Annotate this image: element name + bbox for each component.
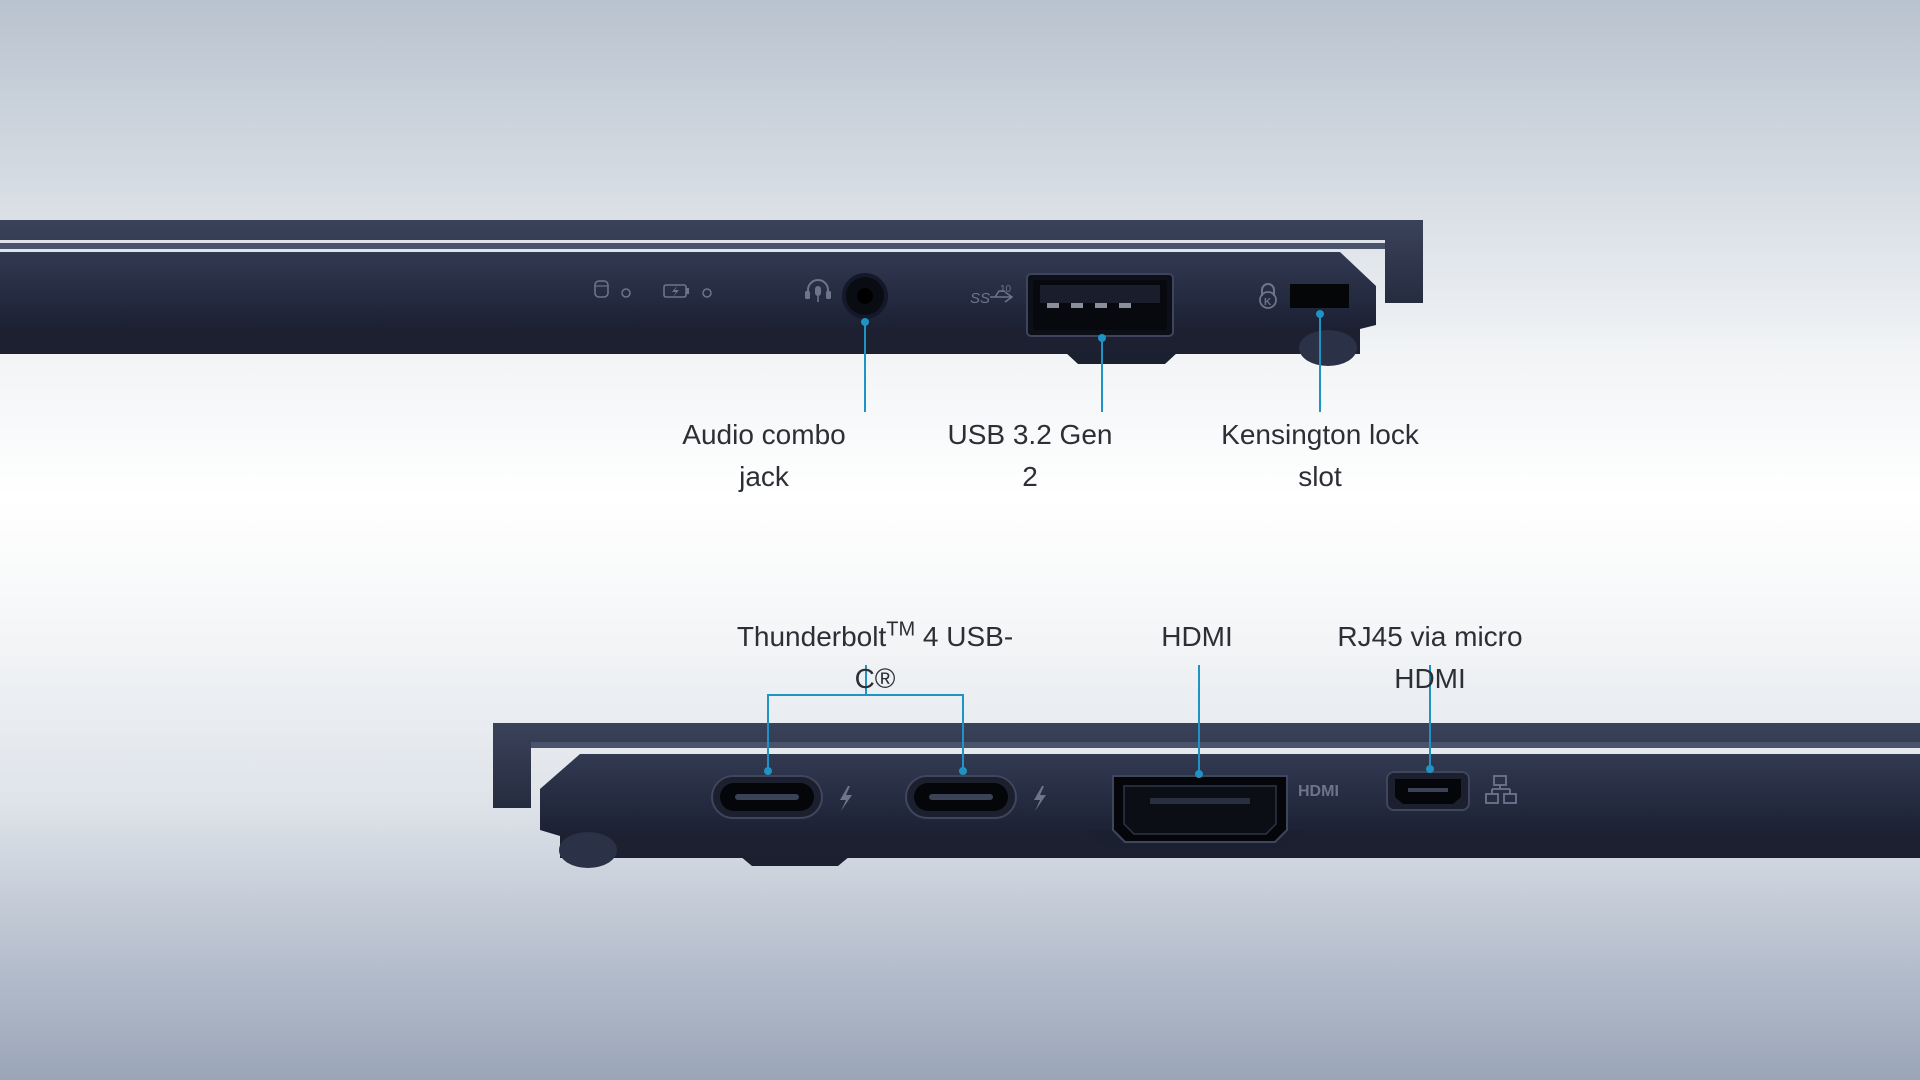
underside-bump — [740, 856, 850, 866]
audio-combo-jack — [842, 273, 888, 319]
laptop-lid — [0, 220, 1423, 303]
callout-lines — [764, 310, 1434, 778]
kensington-lock-icon: K — [1259, 283, 1277, 309]
callout-label-kensington-lock-slot: Kensington lock slot — [1221, 419, 1419, 492]
callout-label-audio-combo-jack: Audio combo jack — [682, 419, 846, 492]
hdmi-port-text: HDMI — [1298, 783, 1339, 800]
usb-superspeed-10-icon: SS 10 — [970, 284, 1014, 307]
svg-text:10: 10 — [1000, 284, 1012, 295]
callout-label-usb-3-2-gen-2: USB 3.2 Gen 2 — [947, 419, 1113, 492]
callout-dot-rj45 — [1426, 765, 1434, 773]
thunderbolt-bolt-icon — [1034, 786, 1046, 811]
thunderbolt-bolt-icon — [840, 786, 852, 811]
callout-dot-usb — [1098, 334, 1106, 342]
hdmi-port — [1112, 775, 1288, 843]
callout-label-thunderbolt-4-usb-c: ThunderboltTM 4 USB- C® — [715, 616, 1035, 700]
thunderbolt-port-2 — [905, 775, 1017, 819]
callout-label-thunderbolt-rest: 4 USB- C® — [854, 621, 1014, 694]
battery-led — [702, 288, 712, 298]
right-side-view: SS 10 K — [0, 220, 1423, 366]
svg-text:SS: SS — [970, 290, 990, 307]
headset-icon — [805, 279, 831, 302]
network-icon — [1485, 775, 1517, 804]
callout-label-thunderbolt-main: Thunderbolt — [736, 621, 887, 652]
lid-edge-highlight — [0, 243, 1385, 249]
battery-charging-icon — [663, 284, 689, 298]
drive-led — [621, 288, 631, 298]
callout-dot-hdmi — [1195, 770, 1203, 778]
callout-label-hdmi: HDMI — [1161, 621, 1233, 652]
svg-text:K: K — [1264, 297, 1272, 308]
callout-dot-thunderbolt-1 — [764, 767, 772, 775]
callout-dot-thunderbolt-2 — [959, 767, 967, 775]
kensington-lock-slot — [1290, 284, 1349, 308]
thunderbolt-port-1 — [711, 775, 823, 819]
rubber-foot — [559, 832, 617, 868]
usb-a-port — [1026, 273, 1174, 337]
micro-hdmi-port — [1386, 771, 1470, 811]
callout-dot-kensington — [1316, 310, 1324, 318]
left-side-view: HDMI — [493, 723, 1920, 868]
usb-bump — [1065, 352, 1178, 364]
rubber-foot — [1299, 330, 1357, 366]
lid-edge-highlight — [531, 742, 1920, 748]
laptop-lid — [493, 723, 1920, 808]
callout-dot-audio — [861, 318, 869, 326]
callout-label-rj45-via-micro-hdmi: RJ45 via micro HDMI — [1337, 621, 1523, 694]
trademark-superscript: TM — [886, 618, 916, 641]
drive-activity-icon — [594, 280, 609, 298]
